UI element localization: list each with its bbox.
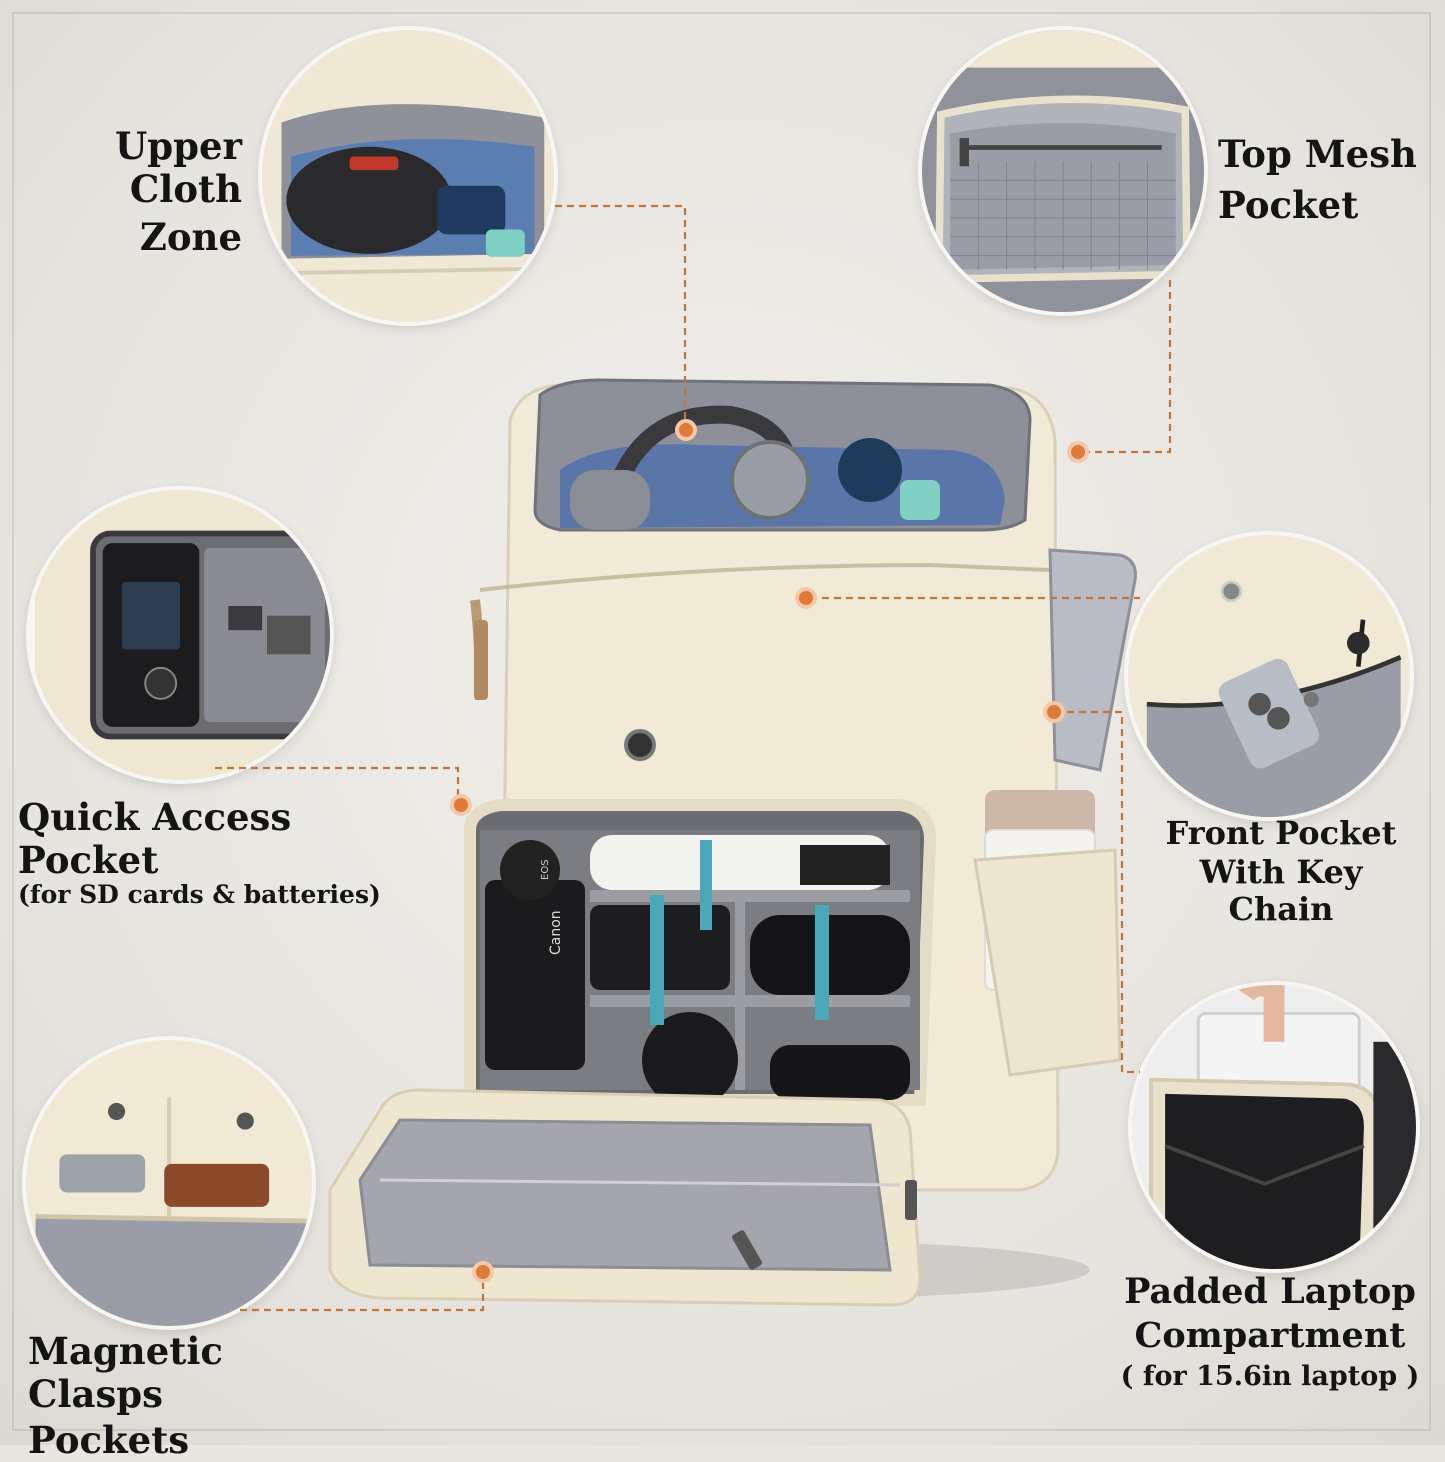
detail-circle-front-pocket [1128, 535, 1410, 817]
label-magnetic-clasps: Magnetic Clasps Pockets [28, 1330, 358, 1462]
label-quick-access-line2: (for SD cards & batteries) [18, 880, 381, 910]
label-upper-cloth-line2: Zone [139, 215, 242, 260]
detail-circle-quick-access-pocket [30, 490, 330, 780]
detail-circle-padded-laptop [1132, 985, 1416, 1269]
label-padded-line1: Padded Laptop [1124, 1271, 1416, 1312]
label-quick-access-line1: Quick Access Pocket [18, 795, 292, 882]
detail-circle-upper-cloth-zone [262, 30, 554, 322]
label-upper-cloth-zone: Upper Cloth Zone [20, 125, 242, 259]
label-top-mesh-pocket: Top Mesh Pocket [1218, 133, 1433, 226]
label-upper-cloth-line1: Upper Cloth [114, 124, 242, 211]
label-top-mesh-line2: Pocket [1218, 182, 1359, 227]
label-magnetic-line2: Pockets [28, 1418, 190, 1462]
label-padded-line2: Compartment [1134, 1315, 1406, 1357]
detail-circle-magnetic-clasps [26, 1040, 312, 1326]
label-front-pocket-line2: With Key Chain [1199, 852, 1363, 928]
label-magnetic-line1: Magnetic Clasps [28, 1329, 223, 1416]
label-top-mesh-line1: Top Mesh [1218, 132, 1417, 176]
label-front-pocket-line1: Front Pocket [1165, 814, 1397, 852]
label-padded-line3: ( for 15.6in laptop ) [1120, 1360, 1420, 1392]
label-padded-laptop: Padded Laptop Compartment ( for 15.6in l… [1120, 1271, 1420, 1392]
detail-circle-top-mesh-pocket [922, 30, 1204, 312]
label-front-pocket: Front Pocket With Key Chain [1150, 815, 1412, 927]
label-quick-access-pocket: Quick Access Pocket (for SD cards & batt… [18, 796, 438, 910]
page-border [12, 12, 1431, 1431]
